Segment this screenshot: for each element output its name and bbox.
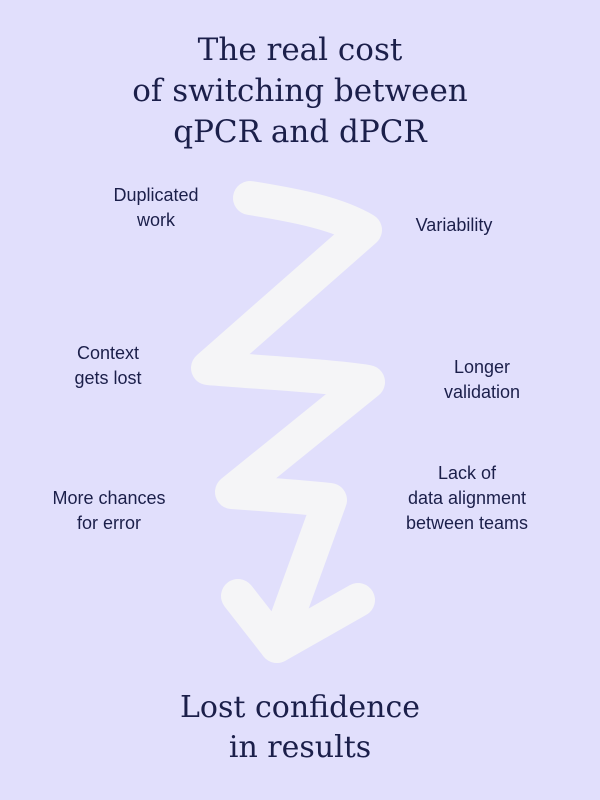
label-more-chances-for-error: More chances for error <box>38 486 180 536</box>
zigzag-arrow-path <box>191 181 385 663</box>
label-line: gets lost <box>74 368 142 388</box>
label-line: validation <box>443 382 521 402</box>
label-line: data alignment <box>407 488 527 508</box>
label-line: Longer <box>453 357 511 377</box>
label-line: Variability <box>415 215 493 235</box>
label-line: between teams <box>405 513 529 533</box>
label-line: for error <box>76 513 141 533</box>
outcome-text: Lost confidence in results <box>0 688 600 768</box>
label-line: Context <box>76 343 140 363</box>
label-line: More chances <box>52 488 166 508</box>
title-line: The real cost <box>197 32 403 68</box>
arrowhead-icon <box>221 579 375 663</box>
page-title: The real cost of switching between qPCR … <box>0 30 600 153</box>
title-line: of switching between <box>132 73 468 109</box>
label-longer-validation: Longer validation <box>432 355 532 405</box>
label-line: Duplicated <box>113 185 199 205</box>
label-line: work <box>136 210 175 230</box>
label-lack-of-data-alignment: Lack of data alignment between teams <box>392 461 542 536</box>
outcome-line: in results <box>228 730 372 765</box>
label-duplicated-work: Duplicated work <box>98 183 214 233</box>
title-line: qPCR and dPCR <box>173 114 427 150</box>
label-line: Lack of <box>437 463 497 483</box>
label-context-gets-lost: Context gets lost <box>62 341 154 391</box>
outcome-line: Lost confidence <box>180 690 420 725</box>
label-variability: Variability <box>400 213 508 238</box>
